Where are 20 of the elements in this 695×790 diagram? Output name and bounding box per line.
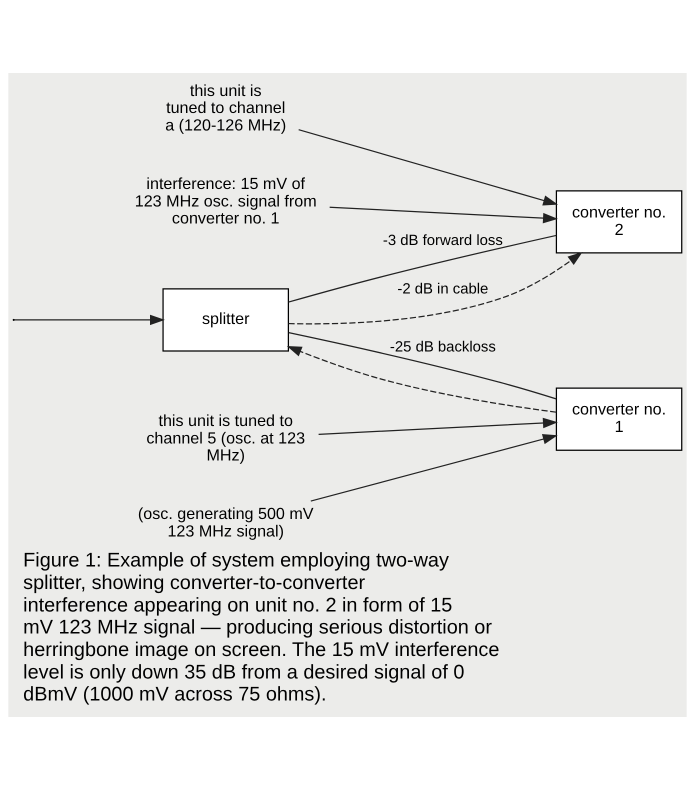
edge-label: -3 dB forward loss xyxy=(382,232,503,249)
arrow xyxy=(330,206,558,224)
arrow xyxy=(298,129,558,206)
arrow xyxy=(310,434,558,502)
node-box: converter no. 2 xyxy=(556,190,682,254)
node-text: this unit is tuned to channel a (120-126 MHz) xyxy=(165,82,286,135)
edge-label: -2 dB in cable xyxy=(397,281,488,298)
arrow xyxy=(286,346,556,413)
arrow xyxy=(14,314,165,326)
arrow xyxy=(318,418,558,436)
node-text: (osc. generating 500 mV 123 MHz signal) xyxy=(138,504,314,540)
arrow xyxy=(288,252,583,324)
connector xyxy=(288,234,556,303)
node-text: this unit is tuned to channel 5 (osc. at 123 MHz) xyxy=(146,412,306,465)
caption: Figure 1: Example of system employing two-way splitter, showing converter-to-converter interference appearing on unit no. 2 in form of 15 mV 123 MHz signal — producing serious distortion or herringbone image on screen. The 15 mV interference level is only down 35 dB from a desired signal of 0 dBmV (1000 mV across 75 ohms). xyxy=(23,550,500,706)
node-text: interference: 15 mV of 123 MHz osc. signal from converter no. 1 xyxy=(134,174,317,228)
node-box: splitter xyxy=(162,288,289,352)
node-box: converter no. 1 xyxy=(556,388,682,451)
connector xyxy=(288,332,556,400)
edge-label: -25 dB backloss xyxy=(390,340,496,356)
